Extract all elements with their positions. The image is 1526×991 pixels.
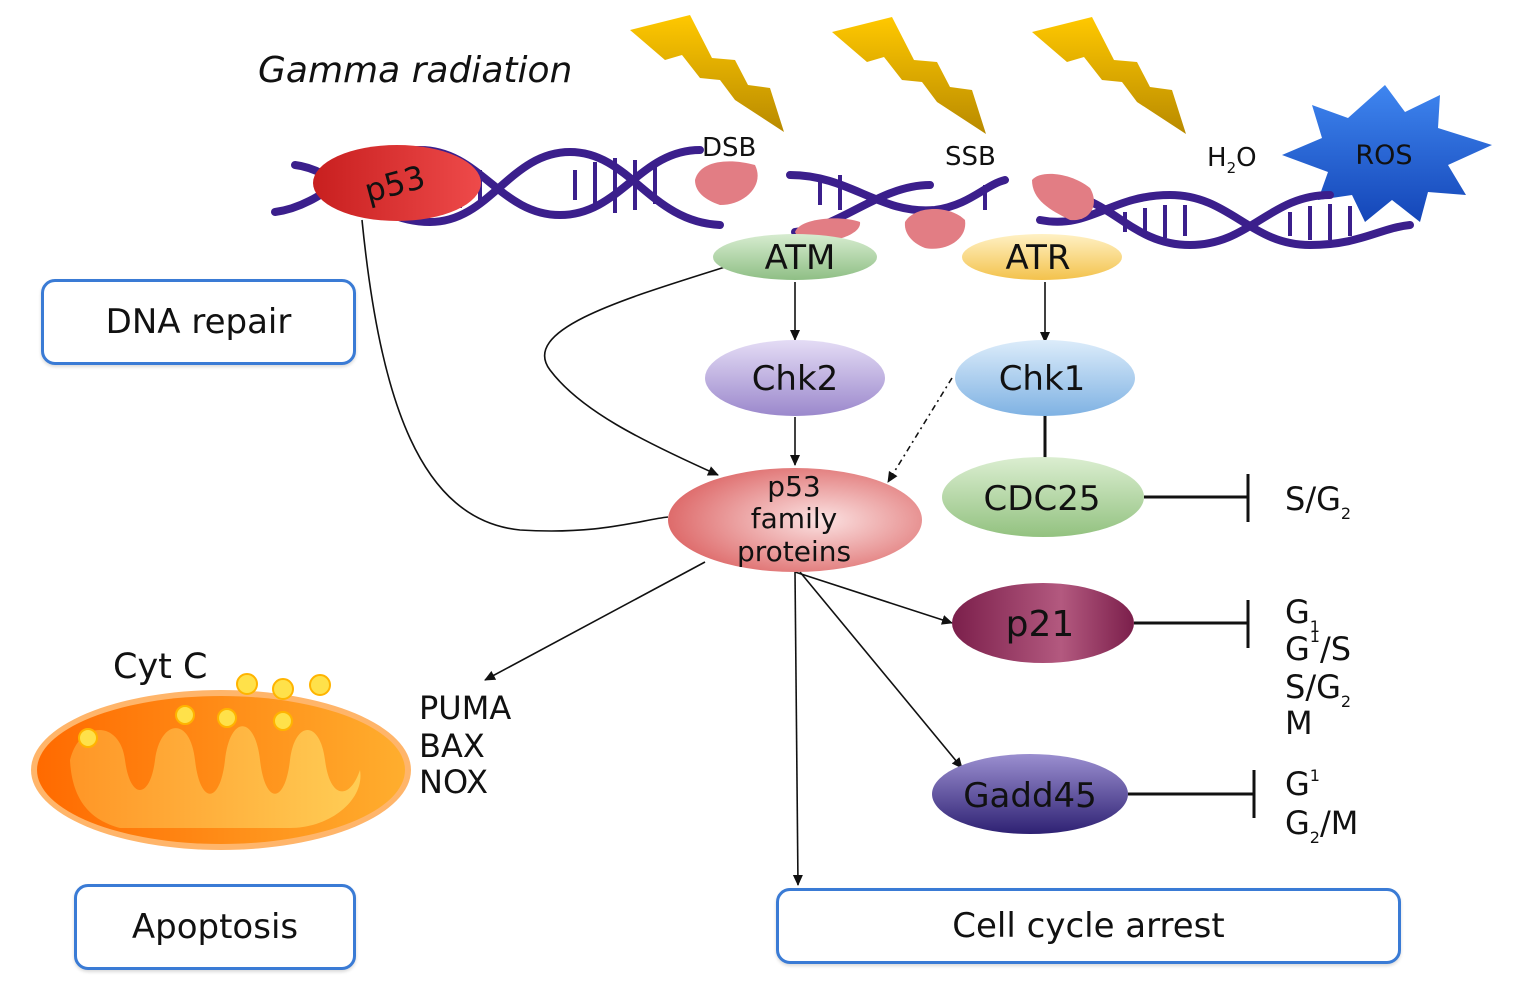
p21-phase-sg2: S/G2	[1285, 668, 1351, 711]
cdc25-label: CDC25	[984, 479, 1101, 519]
ros-label: ROS	[1355, 140, 1412, 171]
p53-family-line3: proteins	[737, 535, 851, 568]
p21-phase-g1s: G1/S	[1285, 627, 1351, 668]
p53family-to-cell-cycle	[792, 571, 803, 886]
p21-label: p21	[1006, 604, 1075, 645]
chk1-node[interactable]	[955, 340, 1135, 416]
chk1-to-p53family-dashed	[887, 377, 953, 483]
bax-label: BAX	[419, 727, 485, 765]
lightning-bolts	[630, 15, 1186, 134]
cyt-c-label: Cyt C	[113, 647, 207, 687]
p53-family-line1: p53	[767, 470, 820, 503]
apoptosis-label: Apoptosis	[131, 907, 299, 947]
cell-cycle-arrest-box: Cell cycle arrest	[776, 888, 1401, 964]
cdc25-phase-sg2: S/G2	[1285, 480, 1351, 523]
lightning-icon	[630, 15, 784, 132]
cyt-c-dots	[236, 673, 331, 700]
lightning-icon	[832, 17, 986, 134]
atr-label: ATR	[1005, 238, 1070, 278]
nox-label: NOX	[419, 763, 488, 801]
gadd45-phase-g1: G1	[1285, 765, 1320, 803]
p53family-to-puma	[484, 561, 706, 681]
p53family-to-gadd45	[799, 571, 963, 769]
gadd45-node[interactable]	[932, 754, 1128, 834]
lightning-icon	[1032, 17, 1186, 134]
cdc25-node[interactable]	[942, 457, 1144, 537]
apoptosis-box: Apoptosis	[74, 884, 356, 970]
p21-node[interactable]	[952, 583, 1134, 663]
dna-repair-label: DNA repair	[105, 302, 292, 342]
p21-phase-m: M	[1285, 704, 1313, 742]
atr-node[interactable]	[962, 234, 1122, 280]
chk1-label: Chk1	[999, 359, 1086, 399]
ssb-label: SSB	[945, 142, 996, 172]
p53-to-p53family-curve	[361, 219, 669, 532]
dsb-label: DSB	[702, 133, 756, 163]
dna-repair-box: DNA repair	[41, 279, 356, 365]
connectors	[361, 219, 1050, 886]
ros-star-icon	[1282, 85, 1492, 222]
h2o-label: H2O	[1207, 143, 1257, 177]
cell-cycle-arrest-label: Cell cycle arrest	[952, 906, 1225, 946]
chk2-label: Chk2	[752, 359, 839, 399]
p53-dna-binding-ellipse[interactable]	[313, 145, 481, 221]
atm-to-p53family-curve	[543, 266, 726, 476]
p53-family-line2: family	[751, 502, 837, 535]
gadd45-phase-g2m: G2/M	[1285, 804, 1358, 847]
gadd45-label: Gadd45	[963, 776, 1097, 816]
p21-phase-g1: G1	[1285, 593, 1320, 636]
atm-node[interactable]	[713, 234, 877, 280]
atm-label: ATM	[765, 238, 836, 278]
p53-family-node[interactable]	[668, 468, 922, 572]
title: Gamma radiation	[258, 50, 572, 91]
puma-label: PUMA	[419, 689, 511, 727]
chk2-node[interactable]	[705, 340, 885, 416]
mitochondrion-icon	[31, 690, 411, 850]
p53family-to-p21	[794, 571, 953, 625]
